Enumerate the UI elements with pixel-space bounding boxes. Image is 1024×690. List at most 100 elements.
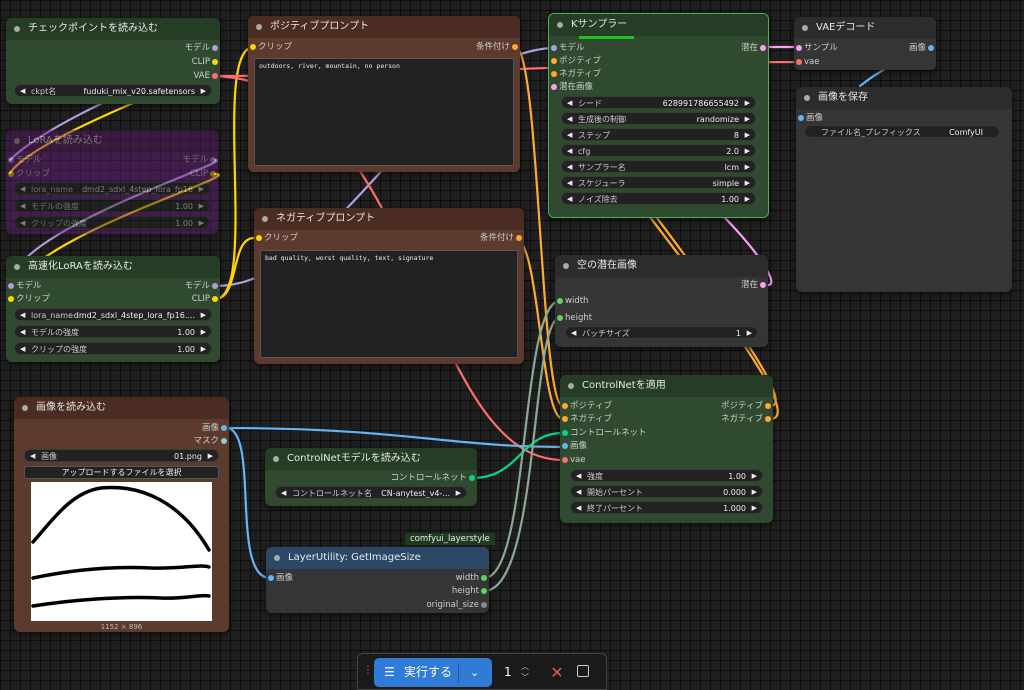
socket-icon[interactable]: [481, 575, 487, 581]
arrow-left-icon[interactable]: ◀: [20, 185, 26, 193]
output-model[interactable]: モデル: [184, 280, 218, 292]
socket-icon[interactable]: [8, 296, 14, 302]
input-height[interactable]: height: [557, 312, 592, 324]
output-clip[interactable]: CLIP: [192, 293, 218, 305]
socket-icon[interactable]: [210, 171, 216, 177]
socket-icon[interactable]: [212, 296, 218, 302]
socket-icon[interactable]: [481, 602, 487, 608]
node-positive-prompt[interactable]: ポジティブプロンプト クリップ 条件付け outdoors, river, mo…: [248, 16, 520, 172]
socket-icon[interactable]: [8, 157, 14, 163]
arrow-left-icon[interactable]: ◀: [571, 329, 577, 337]
arrow-right-icon[interactable]: ▶: [744, 131, 750, 139]
arrow-right-icon[interactable]: ▶: [751, 504, 757, 512]
socket-icon[interactable]: [928, 45, 934, 51]
output-latent[interactable]: 潜在: [741, 279, 766, 291]
socket-icon[interactable]: [469, 475, 475, 481]
node-title[interactable]: Kサンプラー: [549, 14, 768, 36]
input-samples[interactable]: サンプル: [796, 42, 838, 54]
arrow-left-icon[interactable]: ◀: [576, 488, 582, 496]
node-controlnet-loader[interactable]: ControlNetモデルを読み込む コントロールネット ◀コントロールネット名…: [265, 448, 477, 506]
arrow-right-icon[interactable]: ▶: [744, 115, 750, 123]
arrow-right-icon[interactable]: ▶: [746, 329, 752, 337]
input-controlnet[interactable]: コントロールネット: [562, 427, 647, 439]
arrow-left-icon[interactable]: ◀: [20, 345, 26, 353]
node-title[interactable]: ControlNetモデルを読み込む: [265, 448, 477, 470]
input-model[interactable]: モデル: [8, 154, 42, 166]
run-button[interactable]: ☰ 実行する ⌄: [374, 658, 492, 687]
socket-icon[interactable]: [562, 416, 568, 422]
socket-icon[interactable]: [557, 298, 563, 304]
upload-button[interactable]: アップロードするファイルを選択: [24, 466, 219, 479]
chevron-up-icon[interactable]: ︿: [521, 662, 529, 671]
output-vae[interactable]: VAE: [194, 70, 218, 82]
socket-icon[interactable]: [8, 171, 14, 177]
socket-icon[interactable]: [256, 235, 262, 241]
arrow-left-icon[interactable]: ◀: [20, 202, 26, 210]
socket-icon[interactable]: [512, 44, 518, 50]
output-model[interactable]: モデル: [182, 154, 216, 166]
output-original-size[interactable]: original_size: [426, 599, 487, 611]
collapse-dot-icon[interactable]: [568, 383, 574, 389]
arrow-right-icon[interactable]: ▶: [198, 202, 204, 210]
socket-icon[interactable]: [562, 430, 568, 436]
arrow-right-icon[interactable]: ▶: [751, 472, 757, 480]
prompt-textarea[interactable]: outdoors, river, mountain, no person: [254, 58, 514, 166]
batch-count-value[interactable]: 1: [504, 665, 512, 679]
output-width[interactable]: width: [456, 572, 487, 584]
arrow-right-icon[interactable]: ▶: [744, 99, 750, 107]
arrow-left-icon[interactable]: ◀: [567, 99, 573, 107]
arrow-right-icon[interactable]: ▶: [200, 87, 206, 95]
node-negative-prompt[interactable]: ネガティブプロンプト クリップ 条件付け bad quality, worst …: [254, 208, 524, 364]
arrow-left-icon[interactable]: ◀: [20, 219, 26, 227]
node-title[interactable]: LoRAを読み込む: [6, 130, 218, 152]
collapse-dot-icon[interactable]: [262, 216, 268, 222]
arrow-right-icon[interactable]: ▶: [455, 489, 461, 497]
socket-icon[interactable]: [212, 59, 218, 65]
input-positive[interactable]: ポジティブ: [551, 55, 601, 67]
input-clip[interactable]: クリップ: [8, 168, 50, 180]
socket-icon[interactable]: [212, 45, 218, 51]
socket-icon[interactable]: [210, 157, 216, 163]
node-title[interactable]: 空の潜在画像: [555, 255, 768, 277]
socket-icon[interactable]: [798, 115, 804, 121]
collapse-dot-icon[interactable]: [802, 25, 808, 31]
node-title[interactable]: ポジティブプロンプト: [248, 16, 520, 38]
node-title[interactable]: チェックポイントを読み込む: [6, 18, 220, 40]
arrow-right-icon[interactable]: ▶: [751, 488, 757, 496]
socket-icon[interactable]: [221, 438, 227, 444]
arrow-right-icon[interactable]: ▶: [744, 179, 750, 187]
collapse-dot-icon[interactable]: [273, 456, 279, 462]
socket-icon[interactable]: [8, 283, 14, 289]
input-positive[interactable]: ポジティブ: [562, 400, 612, 412]
arrow-right-icon[interactable]: ▶: [198, 185, 204, 193]
arrow-left-icon[interactable]: ◀: [567, 147, 573, 155]
output-controlnet[interactable]: コントロールネット: [390, 472, 475, 484]
chevron-down-icon[interactable]: ﹀: [521, 673, 529, 682]
arrow-right-icon[interactable]: ▶: [200, 345, 206, 353]
input-vae[interactable]: vae: [796, 56, 819, 68]
input-clip[interactable]: クリップ: [256, 232, 298, 244]
socket-icon[interactable]: [516, 235, 522, 241]
collapse-dot-icon[interactable]: [563, 263, 569, 269]
arrow-right-icon[interactable]: ▶: [744, 147, 750, 155]
socket-icon[interactable]: [765, 416, 771, 422]
input-model[interactable]: モデル: [8, 280, 42, 292]
output-image[interactable]: 画像: [909, 42, 934, 54]
cancel-icon[interactable]: ✕: [550, 663, 564, 682]
output-model[interactable]: モデル: [184, 42, 218, 54]
output-positive[interactable]: ポジティブ: [721, 400, 771, 412]
arrow-left-icon[interactable]: ◀: [281, 489, 287, 497]
input-clip[interactable]: クリップ: [8, 293, 50, 305]
